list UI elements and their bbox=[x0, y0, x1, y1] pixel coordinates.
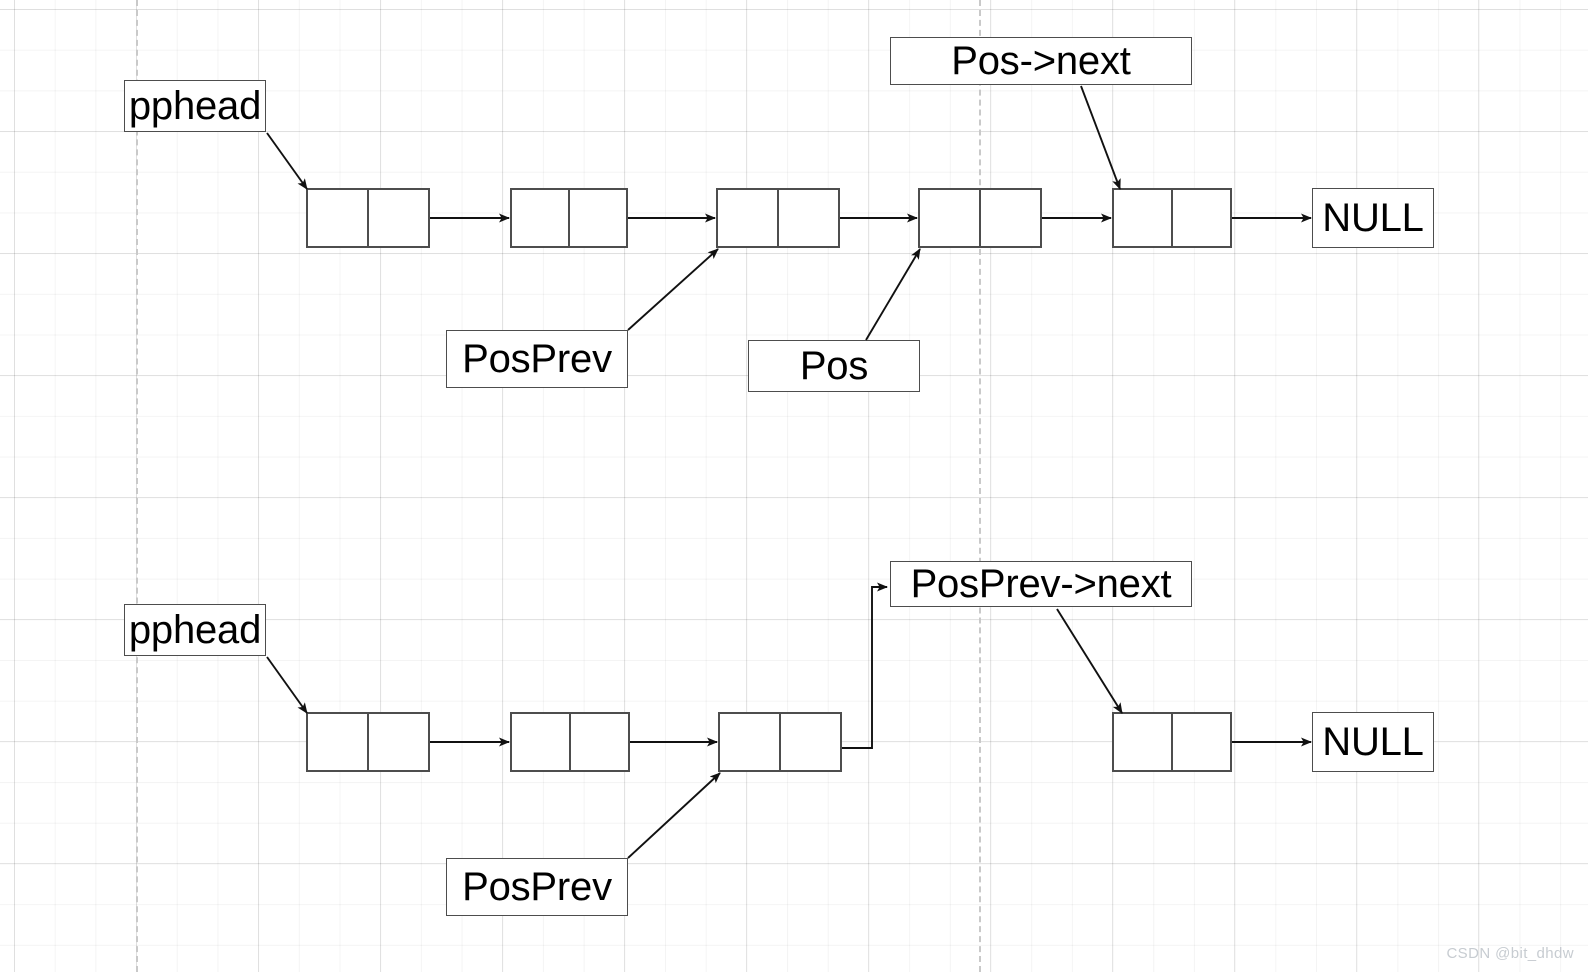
bottom-node-1 bbox=[306, 712, 430, 772]
top-posprev-text: PosPrev bbox=[462, 336, 612, 381]
top-pphead-text: pphead bbox=[128, 83, 262, 128]
top-node-4 bbox=[918, 188, 1042, 248]
bottom-null-label: NULL bbox=[1312, 712, 1434, 772]
top-node-5-next-cell bbox=[1173, 190, 1230, 246]
bottom-node-3-next-cell bbox=[781, 714, 840, 770]
bottom-node-1-next-cell bbox=[369, 714, 428, 770]
top-node-2-next-cell bbox=[570, 190, 626, 246]
top-node-3 bbox=[716, 188, 840, 248]
top-pos-label: Pos bbox=[748, 340, 920, 392]
bottom-node-1-data-cell bbox=[308, 714, 369, 770]
arrow-top-pos-to-node4 bbox=[865, 248, 921, 341]
bottom-pphead-text: pphead bbox=[128, 607, 262, 652]
top-node-5-data-cell bbox=[1114, 190, 1173, 246]
top-node-2 bbox=[510, 188, 628, 248]
bottom-node-2 bbox=[510, 712, 630, 772]
bottom-posprevnext-label: PosPrev->next bbox=[890, 561, 1192, 607]
top-posnext-text: Pos->next bbox=[951, 38, 1131, 83]
top-node-1-data-cell bbox=[308, 190, 369, 246]
arrow-top-posnext-to-node5 bbox=[1080, 85, 1121, 190]
arrow-bottom-posprev-to-node3 bbox=[627, 772, 721, 859]
top-posprev-label: PosPrev bbox=[446, 330, 628, 388]
top-node-1 bbox=[306, 188, 430, 248]
bottom-posprev-label: PosPrev bbox=[446, 858, 628, 916]
bottom-posprev-text: PosPrev bbox=[462, 864, 612, 909]
top-node-3-data-cell bbox=[718, 190, 779, 246]
bottom-node-3 bbox=[718, 712, 842, 772]
bottom-null-text: NULL bbox=[1322, 719, 1424, 764]
bottom-node-2-next-cell bbox=[571, 714, 628, 770]
top-pphead-label: pphead bbox=[124, 80, 266, 132]
top-node-4-data-cell bbox=[920, 190, 981, 246]
top-node-5 bbox=[1112, 188, 1232, 248]
watermark: CSDN @bit_dhdw bbox=[1446, 945, 1574, 962]
arrow-bottom-posprevnext-to-node4 bbox=[1056, 608, 1123, 714]
arrow-top-pphead-to-node1 bbox=[266, 132, 308, 190]
top-null-text: NULL bbox=[1322, 195, 1424, 240]
top-node-3-next-cell bbox=[779, 190, 838, 246]
bottom-posprevnext-text: PosPrev->next bbox=[910, 561, 1172, 606]
top-node-4-next-cell bbox=[981, 190, 1040, 246]
top-null-label: NULL bbox=[1312, 188, 1434, 248]
bottom-node-3-data-cell bbox=[720, 714, 781, 770]
bottom-pphead-label: pphead bbox=[124, 604, 266, 656]
arrow-bottom-pphead-to-node1 bbox=[266, 656, 308, 714]
top-node-1-next-cell bbox=[369, 190, 428, 246]
arrow-top-posprev-to-node3 bbox=[627, 248, 719, 331]
bottom-node-4 bbox=[1112, 712, 1232, 772]
arrow-bottom-node3-to-posprevnext bbox=[842, 582, 888, 749]
page-break-guide-left bbox=[136, 0, 138, 972]
top-node-2-data-cell bbox=[512, 190, 570, 246]
bottom-node-4-data-cell bbox=[1114, 714, 1173, 770]
bottom-node-2-data-cell bbox=[512, 714, 571, 770]
top-posnext-label: Pos->next bbox=[890, 37, 1192, 85]
page-break-guide-right bbox=[979, 0, 981, 972]
bottom-node-4-next-cell bbox=[1173, 714, 1230, 770]
top-pos-text: Pos bbox=[799, 343, 869, 388]
